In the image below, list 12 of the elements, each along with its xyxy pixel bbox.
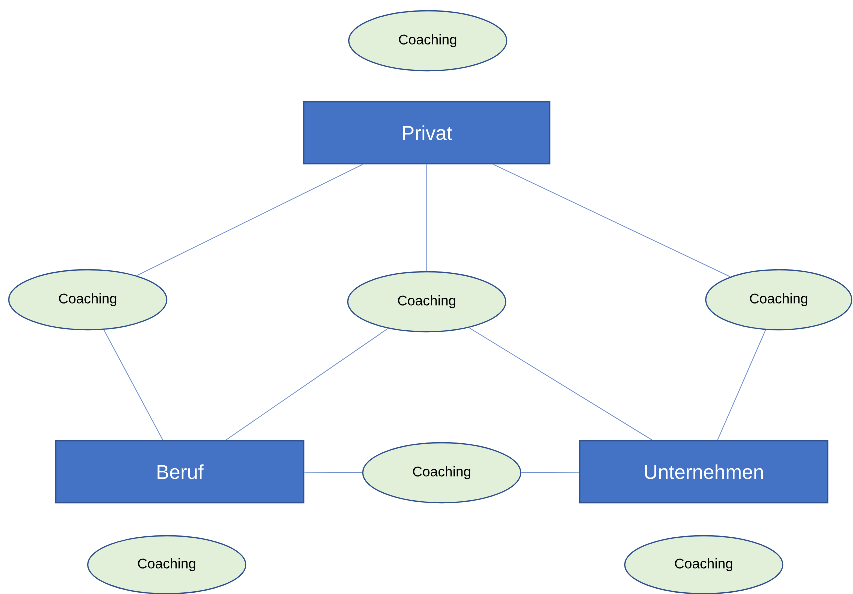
- process-box: Privat: [303, 101, 551, 165]
- process-box: Unternehmen: [579, 440, 829, 504]
- connector-line: [426, 164, 428, 272]
- connector-line: [226, 328, 389, 441]
- connector-line: [104, 330, 164, 441]
- connector-line: [717, 330, 766, 441]
- connector-line: [521, 472, 580, 474]
- process-box: Beruf: [55, 440, 305, 504]
- connector-line: [493, 164, 731, 278]
- connector-line: [136, 164, 364, 276]
- connector-line: [304, 472, 363, 474]
- connector-line: [468, 328, 653, 441]
